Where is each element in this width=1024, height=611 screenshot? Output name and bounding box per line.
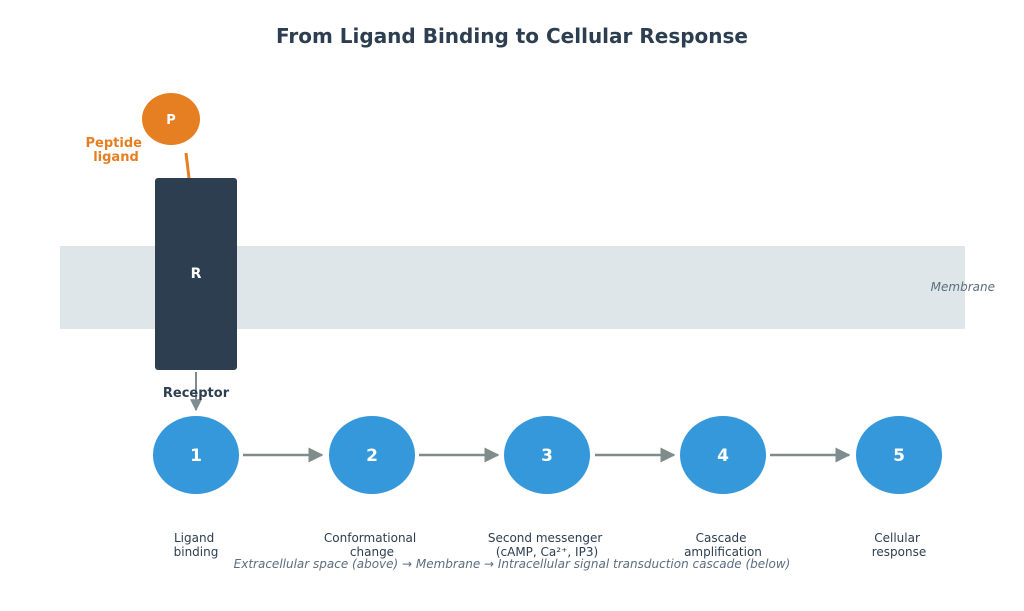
step-5-label-line-2: response [872, 545, 927, 559]
receptor-block [155, 178, 237, 370]
step-3-circle [504, 416, 590, 494]
membrane-label: Membrane [931, 280, 995, 294]
step-5-label-line-1: Cellular [874, 531, 920, 545]
step-2-circle [329, 416, 415, 494]
step-2-label-line-1: Conformational [324, 531, 416, 545]
step-3-number: 3 [541, 446, 553, 466]
step-4-label-line-1: Cascade [696, 531, 747, 545]
step-5-number: 5 [893, 446, 905, 466]
step-2: 2 Conformational change [324, 416, 420, 559]
ligand-label: Peptide ligand [86, 136, 147, 165]
step-1-label: Ligand binding [174, 531, 219, 559]
receptor-label: Receptor [163, 386, 230, 401]
step-1-circle [153, 416, 239, 494]
step-4: 4 Cascade amplification [680, 416, 766, 559]
ligand-symbol: P [166, 113, 176, 128]
diagram-caption: Extracellular space (above) → Membrane →… [233, 557, 791, 571]
step-1-label-line-2: binding [174, 545, 219, 559]
ligand-connector-line [184, 152, 191, 179]
receptor-symbol: R [191, 266, 202, 282]
step-3-label-line-1: Second messenger [488, 531, 603, 545]
step-4-label-line-2: amplification [684, 545, 762, 559]
ligand-label-line-2: ligand [93, 150, 139, 165]
ligand-label-line-1: Peptide [86, 136, 143, 151]
step-4-label: Cascade amplification [684, 531, 762, 559]
step-5-circle [856, 416, 942, 494]
step-1-number: 1 [190, 446, 202, 466]
step-2-label-line-2: change [350, 545, 394, 559]
step-4-number: 4 [717, 446, 729, 466]
step-3-label: Second messenger (cAMP, Ca²⁺, IP3) [488, 531, 606, 559]
step-1: 1 Ligand binding [153, 416, 239, 559]
diagram-title: From Ligand Binding to Cellular Response [276, 24, 748, 48]
step-4-circle [680, 416, 766, 494]
step-2-number: 2 [366, 446, 378, 466]
step-5: 5 Cellular response [856, 416, 942, 559]
step-3-label-line-2: (cAMP, Ca²⁺, IP3) [496, 545, 598, 559]
step-1-label-line-1: Ligand [174, 531, 214, 545]
ligand-circle [142, 93, 200, 145]
step-2-label: Conformational change [324, 531, 420, 559]
step-5-label: Cellular response [872, 531, 927, 559]
step-3: 3 Second messenger (cAMP, Ca²⁺, IP3) [488, 416, 606, 559]
